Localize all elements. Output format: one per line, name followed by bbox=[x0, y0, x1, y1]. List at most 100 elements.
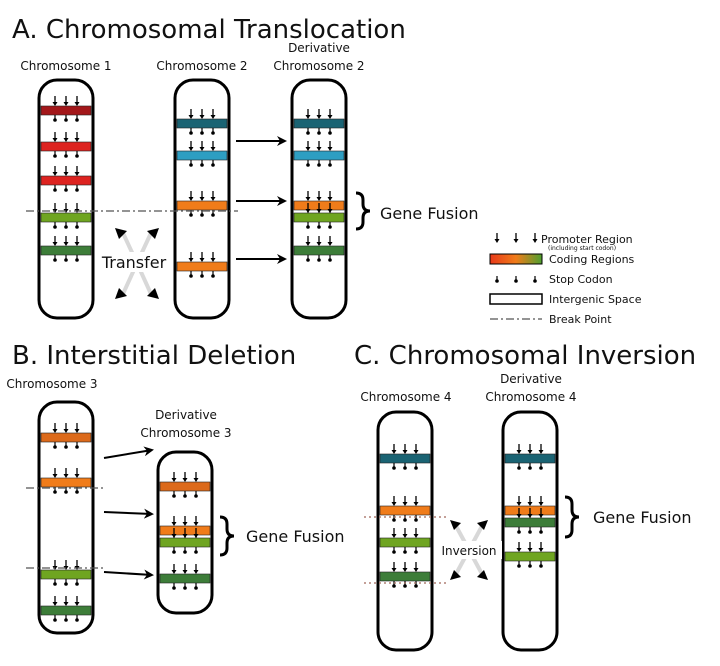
chromosome-1 bbox=[37, 78, 95, 320]
promoter-arrow-icon bbox=[74, 172, 80, 176]
brace-icon bbox=[355, 191, 371, 231]
coding-region-block bbox=[504, 551, 556, 562]
legend-intergenic-label: Intergenic Space bbox=[549, 293, 642, 306]
promoter-arrow-icon bbox=[513, 239, 519, 243]
coding-region-swatch bbox=[489, 253, 543, 265]
stop-codon-dot bbox=[211, 163, 215, 167]
stop-codon-dot bbox=[328, 163, 332, 167]
promoter-arrow-icon bbox=[210, 258, 216, 262]
stop-codon-dot bbox=[194, 550, 198, 554]
coding-region-block bbox=[40, 175, 92, 186]
promoter-arrow-icon bbox=[316, 147, 322, 151]
promoter-arrow-icon bbox=[182, 570, 188, 574]
coding-region-block bbox=[504, 453, 556, 464]
stop-codon-dot bbox=[539, 466, 543, 470]
promoter-arrow-icon bbox=[305, 197, 311, 201]
stop-codon-dot bbox=[200, 213, 204, 217]
promoter-arrow-icon bbox=[538, 548, 544, 552]
transfer-label: Transfer bbox=[101, 253, 167, 272]
arrowhead-icon bbox=[477, 520, 488, 530]
promoter-arrow-icon bbox=[316, 197, 322, 201]
stop-codon-dot bbox=[414, 584, 418, 588]
chromosome-1-label: Chromosome 1 bbox=[20, 59, 111, 73]
promoter-arrow-icon bbox=[527, 548, 533, 552]
stop-codon-dot bbox=[172, 586, 176, 590]
stop-codon-dot bbox=[200, 274, 204, 278]
promoter-arrow-icon bbox=[527, 450, 533, 454]
stop-codon-dot bbox=[328, 131, 332, 135]
stop-codon-dot bbox=[75, 582, 79, 586]
panel-a-title: A. Chromosomal Translocation bbox=[12, 15, 406, 45]
transfer-cross-arrows: Transfer bbox=[99, 228, 169, 299]
stop-codon-dot bbox=[517, 466, 521, 470]
derivative-2-label-line1: Derivative bbox=[288, 41, 350, 55]
stop-codon-dot bbox=[64, 258, 68, 262]
stop-codon-dot bbox=[392, 518, 396, 522]
stop-codon-dot bbox=[403, 518, 407, 522]
mapping-arrows bbox=[103, 136, 287, 580]
promoter-arrow-icon bbox=[327, 115, 333, 119]
promoter-arrow-icon bbox=[402, 568, 408, 572]
promoter-arrow-icon bbox=[316, 209, 322, 213]
promoter-arrow-icon bbox=[193, 534, 199, 538]
legend: Promoter Region (including start codon) … bbox=[489, 233, 642, 326]
gene-fusion-label-a: Gene Fusion bbox=[380, 204, 479, 223]
derivative-3-label-line2: Chromosome 3 bbox=[140, 426, 231, 440]
stop-codon-dot bbox=[64, 118, 68, 122]
promoter-arrow-icon bbox=[199, 115, 205, 119]
promoter-arrow-icon bbox=[63, 474, 69, 478]
stop-codon-dot bbox=[306, 131, 310, 135]
stop-codon-dot bbox=[317, 225, 321, 229]
stop-codon-dot bbox=[53, 225, 57, 229]
stop-codon-dot bbox=[200, 131, 204, 135]
stop-codon-dot bbox=[75, 225, 79, 229]
stop-codon-dot bbox=[517, 530, 521, 534]
stop-codon-dot bbox=[75, 118, 79, 122]
promoter-arrow-icon bbox=[327, 209, 333, 213]
promoter-arrow-icon bbox=[391, 534, 397, 538]
promoter-arrow-icon bbox=[413, 502, 419, 506]
stop-codon-dot bbox=[53, 188, 57, 192]
promoter-arrow-icon bbox=[52, 138, 58, 142]
coding-region-block bbox=[159, 481, 211, 492]
stop-codon-dot bbox=[53, 582, 57, 586]
stop-codon-dot bbox=[392, 466, 396, 470]
derivative-2-label-line2: Chromosome 2 bbox=[273, 59, 364, 73]
stop-codon-dot bbox=[514, 279, 518, 283]
coding-region-block bbox=[176, 200, 228, 211]
coding-region-block bbox=[40, 569, 92, 580]
stop-codon-dot bbox=[53, 490, 57, 494]
gene-fusion-label-c: Gene Fusion bbox=[593, 508, 692, 527]
stop-codon-dot bbox=[403, 584, 407, 588]
promoter-arrow-icon bbox=[316, 115, 322, 119]
stop-codon-dot bbox=[533, 279, 537, 283]
stop-codon-dot bbox=[328, 225, 332, 229]
arrow-right-icon bbox=[103, 446, 154, 459]
stop-codon-dot bbox=[328, 258, 332, 262]
stop-codon-dot bbox=[75, 618, 79, 622]
chromosome-3-label: Chromosome 3 bbox=[6, 377, 97, 391]
stop-codon-dot bbox=[414, 518, 418, 522]
promoter-arrow-icon bbox=[210, 147, 216, 151]
inversion-label-bg bbox=[436, 541, 502, 559]
inversion-cross-arrows: Inversion bbox=[436, 520, 502, 580]
promoter-arrow-icon bbox=[52, 429, 58, 433]
promoter-arrow-icon bbox=[171, 570, 177, 574]
promoter-arrow-icon bbox=[327, 147, 333, 151]
stop-codon-dot bbox=[75, 188, 79, 192]
promoter-arrow-icon bbox=[199, 258, 205, 262]
stop-codon-dot bbox=[211, 213, 215, 217]
coding-region-block bbox=[379, 537, 431, 548]
stop-codon-dot bbox=[183, 550, 187, 554]
coding-region-block bbox=[40, 605, 92, 616]
promoter-arrow-icon bbox=[516, 502, 522, 506]
promoter-arrow-icon bbox=[52, 602, 58, 606]
promoter-arrow-icon bbox=[316, 242, 322, 246]
promoter-arrow-icon bbox=[305, 115, 311, 119]
coding-region-block bbox=[40, 245, 92, 256]
promoter-arrow-icon bbox=[188, 258, 194, 262]
stop-codon-dot bbox=[317, 131, 321, 135]
stop-codon-dot bbox=[392, 550, 396, 554]
stop-codon-dot bbox=[306, 225, 310, 229]
promoter-arrow-icon bbox=[305, 147, 311, 151]
